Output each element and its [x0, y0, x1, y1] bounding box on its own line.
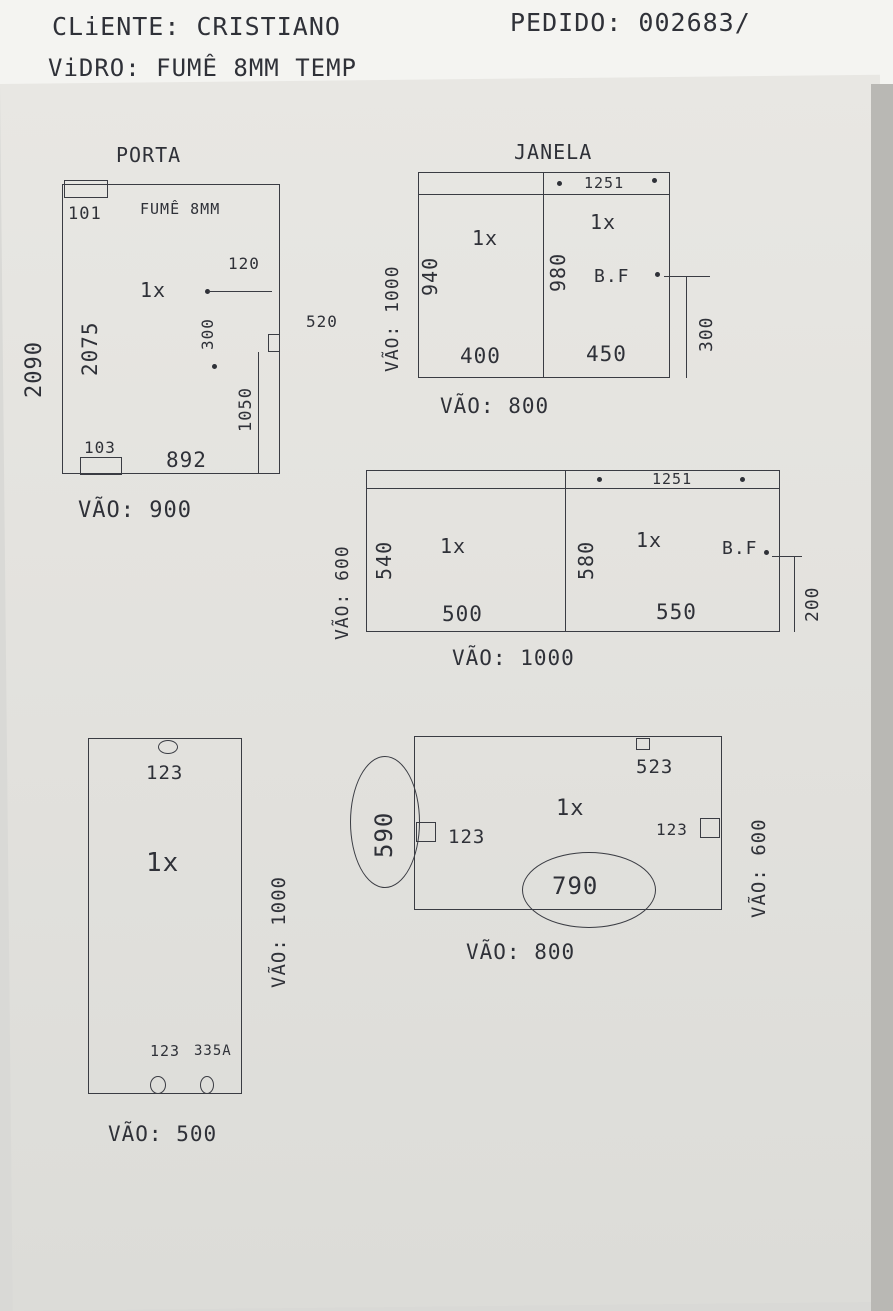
window2-divider [565, 470, 566, 632]
window1-left-width: 400 [460, 344, 501, 368]
window1-left-qty: 1x [472, 226, 499, 250]
wide-panel-width-circle [522, 852, 656, 928]
window1-title: JANELA [514, 140, 593, 164]
window2-right-width: 550 [656, 600, 697, 624]
wide-panel-top-fitting: 523 [636, 756, 674, 778]
door-handle-line [208, 291, 272, 292]
door-handle-dot [205, 289, 210, 294]
door-handle-spacing: 300 [198, 318, 217, 350]
tall-panel-opening-width: VÃO: 500 [108, 1122, 218, 1146]
wide-panel-top-fitting-mark [636, 738, 650, 750]
wide-panel-height: 590 [370, 811, 398, 858]
window1-bf-label: B.F [594, 266, 630, 287]
door-note: FUMÊ 8MM [140, 200, 221, 218]
window1-opening-width: VÃO: 800 [440, 394, 550, 418]
door-dim-top-corner: 101 [68, 204, 102, 224]
tall-panel-bottom-fitting-1: 123 [150, 1042, 181, 1060]
wide-panel-left-fitting: 123 [448, 826, 486, 848]
window1-bf-tick [664, 276, 710, 277]
door-title: PORTA [116, 143, 182, 167]
wide-panel-qty: 1x [556, 796, 585, 821]
window2-left-height: 540 [372, 540, 396, 580]
door-handle-offset: 120 [228, 254, 260, 273]
window1-right-width: 450 [586, 342, 627, 366]
client-line: CLiENTE: CRISTIANO [52, 12, 341, 41]
door-opening: VÃO: 900 [78, 498, 192, 523]
door-lower-dot [212, 364, 217, 369]
door-total-height: 2090 [22, 341, 47, 398]
window1-top-fitting: 1251 [584, 174, 625, 192]
tall-panel-bottom-fitting-2: 335A [194, 1043, 232, 1059]
window1-divider [543, 172, 544, 378]
wide-panel-height-circle [350, 756, 420, 888]
window1-bf-line [686, 276, 687, 378]
window2-bf-height: 200 [802, 586, 823, 622]
window2-left-qty: 1x [440, 534, 467, 558]
window2-top-fitting: 1251 [652, 470, 693, 488]
window1-right-qty: 1x [590, 210, 617, 234]
door-lock-note: 520 [306, 312, 338, 331]
door-hinge-height: 1050 [236, 387, 256, 432]
window2-opening-width: VÃO: 1000 [452, 646, 575, 670]
tall-panel-bottom-notch-2 [200, 1076, 214, 1094]
order-line: PEDIDO: 002683/ [510, 8, 751, 37]
door-dim-bottom-corner: 103 [84, 438, 116, 457]
window2-bf-line [794, 556, 795, 632]
window2-fitting-dot-right [740, 477, 745, 482]
window1-right-height: 980 [546, 252, 570, 292]
tall-panel-qty: 1x [146, 848, 180, 878]
window1-left-height: 940 [418, 256, 442, 296]
tall-panel-top-fitting: 123 [146, 762, 184, 784]
window2-fitting-dot-left [597, 477, 602, 482]
tall-panel-bottom-notch-1 [150, 1076, 166, 1094]
tall-panel-outline [88, 738, 242, 1094]
door-width: 892 [166, 448, 207, 472]
door-hinge-line [258, 352, 259, 474]
wide-panel-opening-height: VÃO: 600 [748, 818, 770, 918]
tall-panel-opening-height: VÃO: 1000 [268, 876, 290, 988]
window1-bf-dot [655, 272, 660, 277]
door-top-corner-fitting [64, 180, 108, 198]
window2-top-rail [366, 488, 780, 489]
door-outline [62, 184, 280, 474]
window1-outline [418, 172, 670, 378]
door-qty: 1x [140, 278, 167, 302]
wide-panel-right-fitting-mark [700, 818, 720, 838]
door-height: 2075 [78, 321, 102, 376]
sheet-edge [871, 84, 893, 1311]
wide-panel-right-fitting: 123 [656, 820, 688, 839]
glass-line: ViDRO: FUMÊ 8MM TEMP [48, 54, 357, 82]
window2-outline [366, 470, 780, 632]
wide-panel-width: 790 [552, 872, 599, 900]
door-lock-fitting [268, 334, 280, 352]
window1-bf-height: 300 [696, 316, 717, 352]
window2-bf-label: B.F [722, 538, 758, 559]
window2-left-width: 500 [442, 602, 483, 626]
window2-right-qty: 1x [636, 528, 663, 552]
header-strip [0, 0, 893, 88]
tall-panel-top-notch [158, 740, 178, 754]
window1-top-rail [418, 194, 670, 195]
window1-opening-height: VÃO: 1000 [382, 265, 403, 372]
window2-right-height: 580 [574, 540, 598, 580]
window2-bf-tick [772, 556, 802, 557]
window1-fitting-dot-left [557, 181, 562, 186]
window2-opening-height: VÃO: 600 [332, 545, 353, 640]
door-bottom-corner-fitting [80, 457, 122, 475]
window2-bf-dot [764, 550, 769, 555]
window1-fitting-dot-right [652, 178, 657, 183]
wide-panel-opening-width: VÃO: 800 [466, 940, 576, 964]
